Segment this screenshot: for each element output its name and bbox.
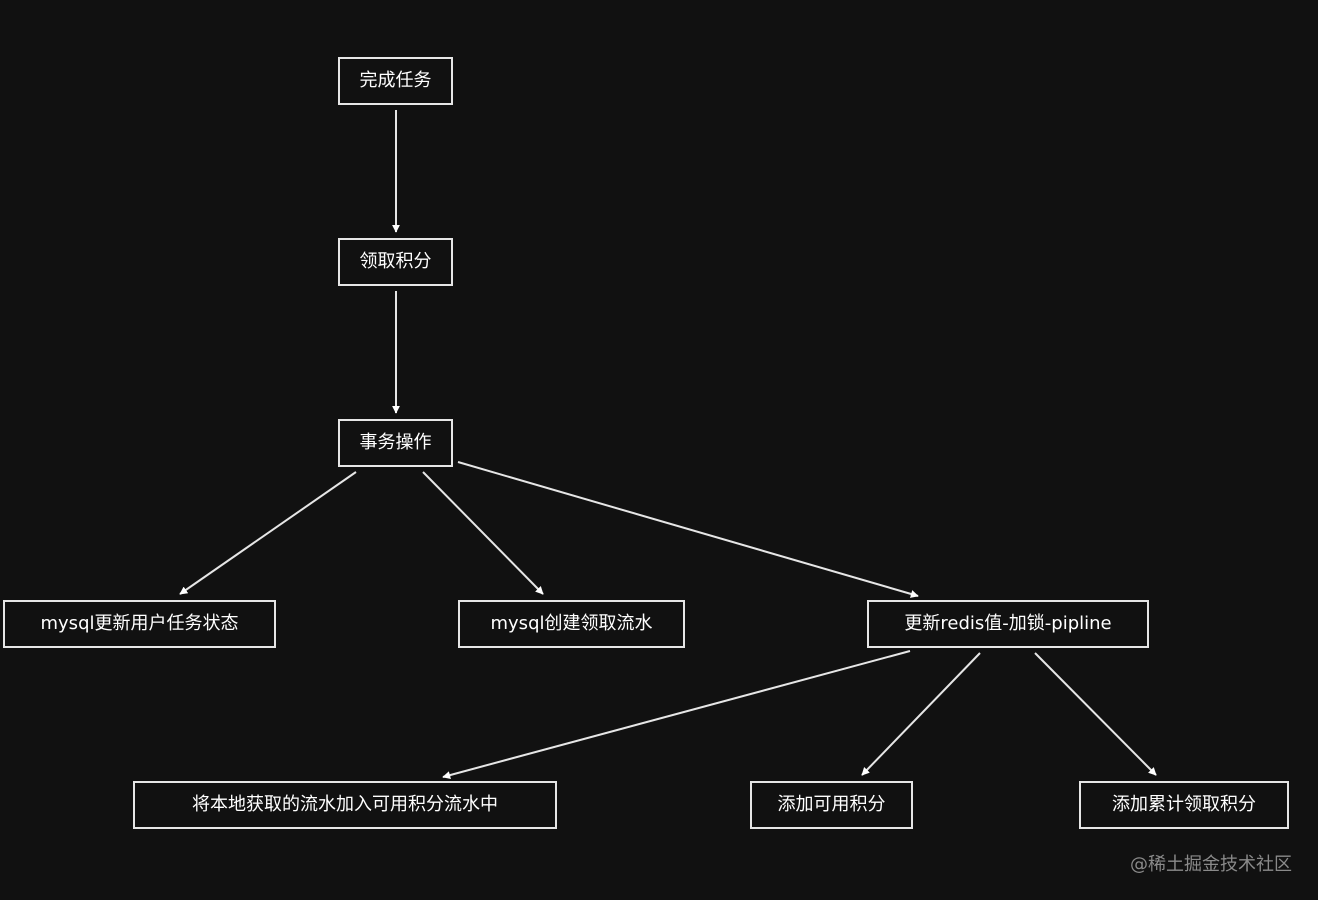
node-complete-task[interactable]: 完成任务 bbox=[338, 57, 453, 105]
node-update-redis-lock-pipeline[interactable]: 更新redis值-加锁-pipline bbox=[867, 600, 1149, 648]
edges bbox=[179, 110, 1157, 779]
node-transaction[interactable]: 事务操作 bbox=[338, 419, 453, 467]
node-add-local-records-to-available[interactable]: 将本地获取的流水加入可用积分流水中 bbox=[133, 781, 557, 829]
node-add-total-claimed-points[interactable]: 添加累计领取积分 bbox=[1079, 781, 1289, 829]
edge-n3-n4 bbox=[179, 471, 357, 595]
edge-n6-n8 bbox=[861, 652, 981, 776]
edge-n6-n7 bbox=[442, 650, 911, 779]
node-mysql-update-task-status[interactable]: mysql更新用户任务状态 bbox=[3, 600, 276, 648]
edge-n6-n9 bbox=[1034, 652, 1157, 776]
node-claim-points[interactable]: 领取积分 bbox=[338, 238, 453, 286]
edge-n3-n6 bbox=[457, 461, 919, 598]
node-mysql-create-claim-record[interactable]: mysql创建领取流水 bbox=[458, 600, 685, 648]
node-add-available-points[interactable]: 添加可用积分 bbox=[750, 781, 913, 829]
watermark: @稀土掘金技术社区 bbox=[1130, 854, 1292, 875]
edge-n3-n5 bbox=[422, 471, 544, 595]
